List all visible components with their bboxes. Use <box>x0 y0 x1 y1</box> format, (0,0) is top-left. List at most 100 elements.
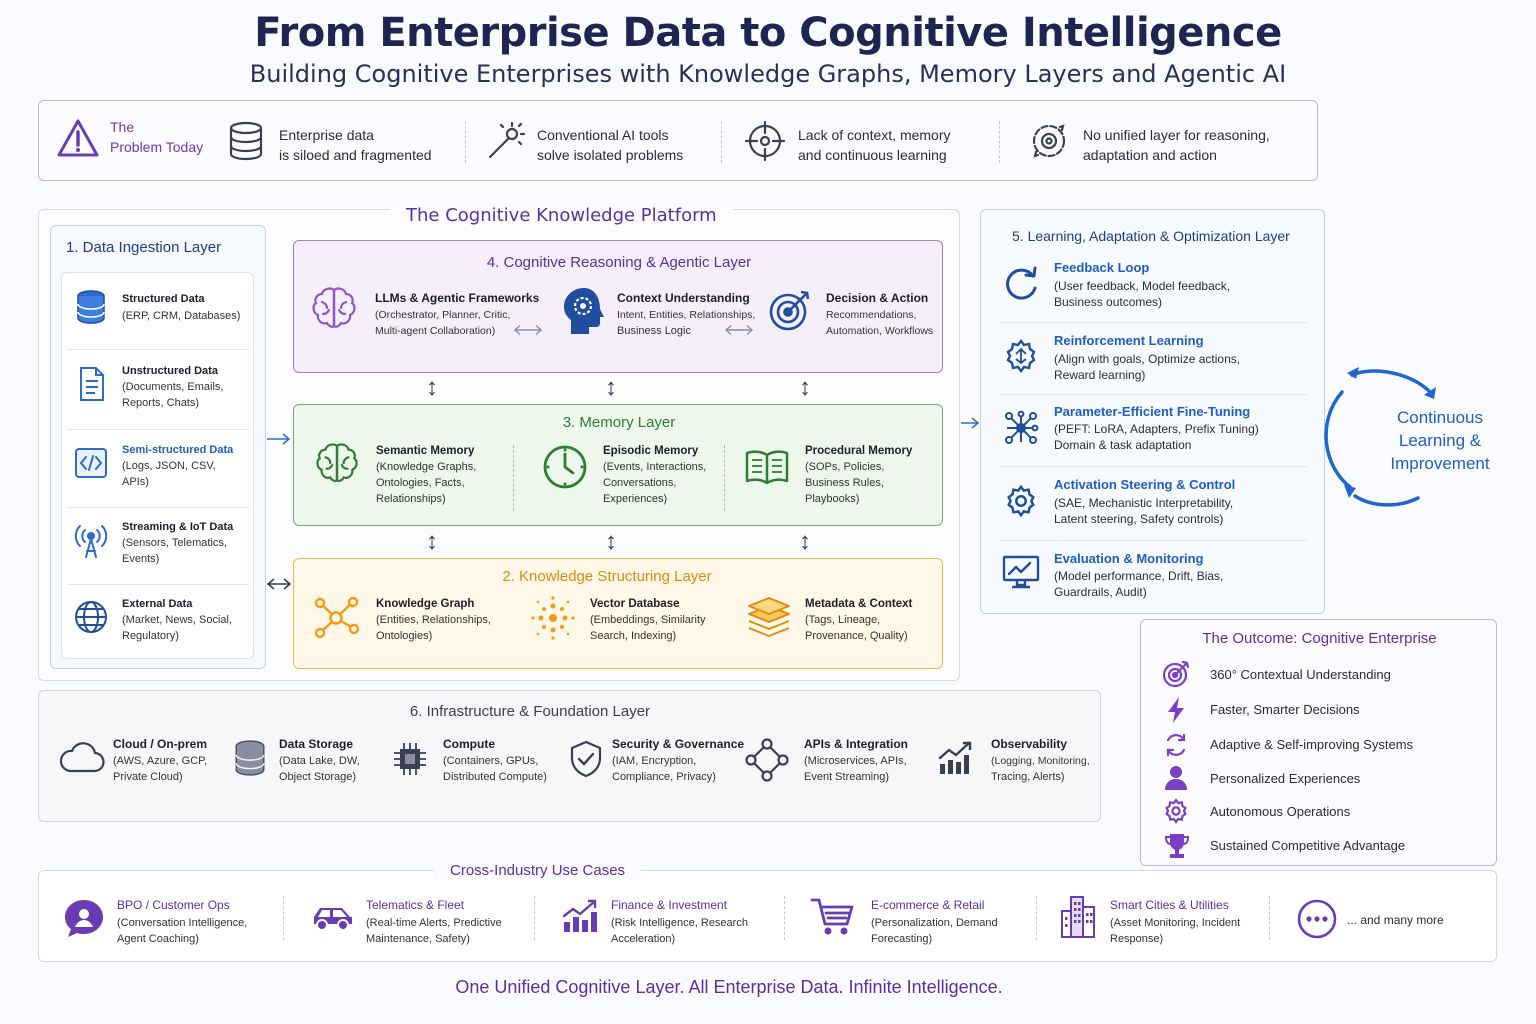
memory-item-name: Procedural Memory <box>805 445 913 457</box>
ingestion-item-desc: (ERP, CRM, Databases) <box>122 310 241 322</box>
database-icon <box>235 740 265 776</box>
brain-icon <box>312 287 356 328</box>
code-icon <box>75 448 107 478</box>
infra-item-desc: (Containers, GPUs, <box>443 755 539 767</box>
database-icon <box>229 121 263 161</box>
warning-icon <box>57 119 99 157</box>
book-icon <box>745 450 789 485</box>
arrow-right-icon <box>961 417 980 429</box>
ingestion-item-desc: (Logs, JSON, CSV, <box>122 460 216 472</box>
gear-icon <box>1165 798 1187 824</box>
growth-chart-icon <box>562 899 597 932</box>
layers-icon <box>748 597 790 637</box>
shield-icon <box>570 740 602 778</box>
reasoning-item-name: Context Understanding <box>617 291 750 305</box>
arrow-updown-icon: ↕ <box>426 374 438 401</box>
ingestion-item-name: Semi-structured Data <box>122 444 234 456</box>
usecase-desc: Acceleration) <box>611 933 676 945</box>
refresh-icon <box>1166 733 1186 757</box>
memory-item-desc: Experiences) <box>603 493 668 505</box>
learning-item-name: Evaluation & Monitoring <box>1054 551 1204 566</box>
memory-item-desc: Conversations, <box>603 477 677 489</box>
usecases-more: ... and many more <box>1347 913 1444 927</box>
lightning-icon <box>1168 697 1184 723</box>
target-crosshair-icon <box>744 120 786 162</box>
problem-item-1-line2: is siloed and fragmented <box>279 147 432 163</box>
continuous-line1: Continuous <box>1396 408 1483 427</box>
learning-title: 5. Learning, Adaptation & Optimization L… <box>1012 228 1290 244</box>
ingestion-item-desc: Reports, Chats) <box>122 397 200 409</box>
usecase-name: Smart Cities & Utilities <box>1110 898 1229 912</box>
outcome-item: Personalized Experiences <box>1210 771 1361 786</box>
usecase-desc: Forecasting) <box>871 933 933 945</box>
memory-item-desc: Playbooks) <box>805 493 860 505</box>
antenna-icon <box>74 525 108 558</box>
outcome-item: Sustained Competitive Advantage <box>1210 838 1406 853</box>
ingestion-item-desc: (Documents, Emails, <box>122 381 224 393</box>
reasoning-item-name: Decision & Action <box>826 291 929 305</box>
memory-item-desc: Relationships) <box>376 493 446 505</box>
learning-item-name: Feedback Loop <box>1054 260 1150 275</box>
infra-layer: 6. Infrastructure & Foundation Layer <box>38 690 1101 822</box>
infra-item-name: Cloud / On-prem <box>113 737 207 751</box>
problem-item-2-line1: Conventional AI tools <box>537 127 669 143</box>
cart-icon <box>810 898 854 935</box>
infra-item-desc: Object Storage) <box>279 771 357 783</box>
outcome-title: The Outcome: Cognitive Enterprise <box>1202 630 1437 647</box>
reasoning-item-desc: Business Logic <box>617 325 691 337</box>
memory-item-name: Episodic Memory <box>603 445 699 457</box>
problem-item-1-line1: Enterprise data <box>279 127 374 143</box>
usecase-name: E-commerce & Retail <box>871 898 985 912</box>
ingestion-title: 1. Data Ingestion Layer <box>66 239 222 256</box>
infra-item-desc: Compliance, Privacy) <box>612 771 716 783</box>
ingestion-item-desc: (Market, News, Social, <box>122 614 233 626</box>
usecase-desc: Maintenance, Safety) <box>366 933 470 945</box>
infra-item-name: Data Storage <box>279 737 354 751</box>
gear-cycle-icon <box>1006 339 1036 373</box>
arrow-updown-icon: ↕ <box>605 528 617 555</box>
outcome-item: Adaptive & Self-improving Systems <box>1210 737 1414 752</box>
divider <box>465 121 466 163</box>
learning-item-desc: (User feedback, Model feedback, <box>1054 279 1231 293</box>
memory-item-desc: (Knowledge Graphs, <box>376 461 477 473</box>
structuring-item-desc: (Embeddings, Similarity <box>590 614 706 626</box>
usecases-title: Cross-Industry Use Cases <box>434 862 642 879</box>
memory-layer: 3. Memory Layer <box>293 404 943 526</box>
learning-item-desc: (Align with goals, Optimize actions, <box>1054 352 1241 366</box>
learning-item-desc: Latent steering, Safety controls) <box>1054 512 1224 526</box>
cycle-arrows-icon <box>1324 367 1436 507</box>
structuring-item-desc: Ontologies) <box>376 630 433 642</box>
reasoning-item-name: LLMs & Agentic Frameworks <box>375 291 540 305</box>
usecases-panel <box>38 870 1497 962</box>
nodes-icon <box>745 738 789 782</box>
arrow-right-icon <box>267 433 291 445</box>
learning-item-desc: Reward learning) <box>1054 368 1146 382</box>
learning-item-desc: (Model performance, Drift, Bias, <box>1054 569 1224 583</box>
page-subtitle: Building Cognitive Enterprises with Know… <box>249 60 1287 88</box>
chip-icon <box>394 743 426 775</box>
outcome-item: Faster, Smarter Decisions <box>1210 702 1360 717</box>
structuring-item-desc: (Entities, Relationships, <box>376 614 491 626</box>
ingestion-item-desc: APIs) <box>122 476 149 488</box>
learning-item-desc: Guardrails, Audit) <box>1054 585 1147 599</box>
tagline: One Unified Cognitive Layer. All Enterpr… <box>455 977 1003 997</box>
buildings-icon <box>1061 896 1095 938</box>
memory-item-desc: Business Rules, <box>805 477 884 489</box>
network-chip-icon <box>1005 410 1039 444</box>
structuring-layer: 2. Knowledge Structuring Layer <box>293 558 943 669</box>
structuring-item-name: Vector Database <box>590 598 680 610</box>
ingestion-item-name: Unstructured Data <box>122 365 218 377</box>
ingestion-item-desc: (Sensors, Telematics, <box>122 537 227 549</box>
infra-item-desc: (Data Lake, DW, <box>279 755 360 767</box>
outcome-item: 360° Contextual Understanding <box>1210 667 1391 682</box>
bar-chart-icon <box>938 741 972 774</box>
problem-label-line1: The <box>110 119 135 135</box>
continuous-line3: Improvement <box>1390 454 1490 473</box>
structuring-item-desc: Provenance, Quality) <box>805 630 908 642</box>
magic-wand-icon <box>488 121 526 159</box>
arrow-bidirectional-icon <box>266 578 292 590</box>
learning-item-name: Activation Steering & Control <box>1054 477 1236 492</box>
reasoning-item-desc: (Orchestrator, Planner, Critic, <box>375 309 511 321</box>
infra-item-desc: Event Streaming) <box>804 771 889 783</box>
learning-item-desc: Domain & task adaptation <box>1054 438 1192 452</box>
